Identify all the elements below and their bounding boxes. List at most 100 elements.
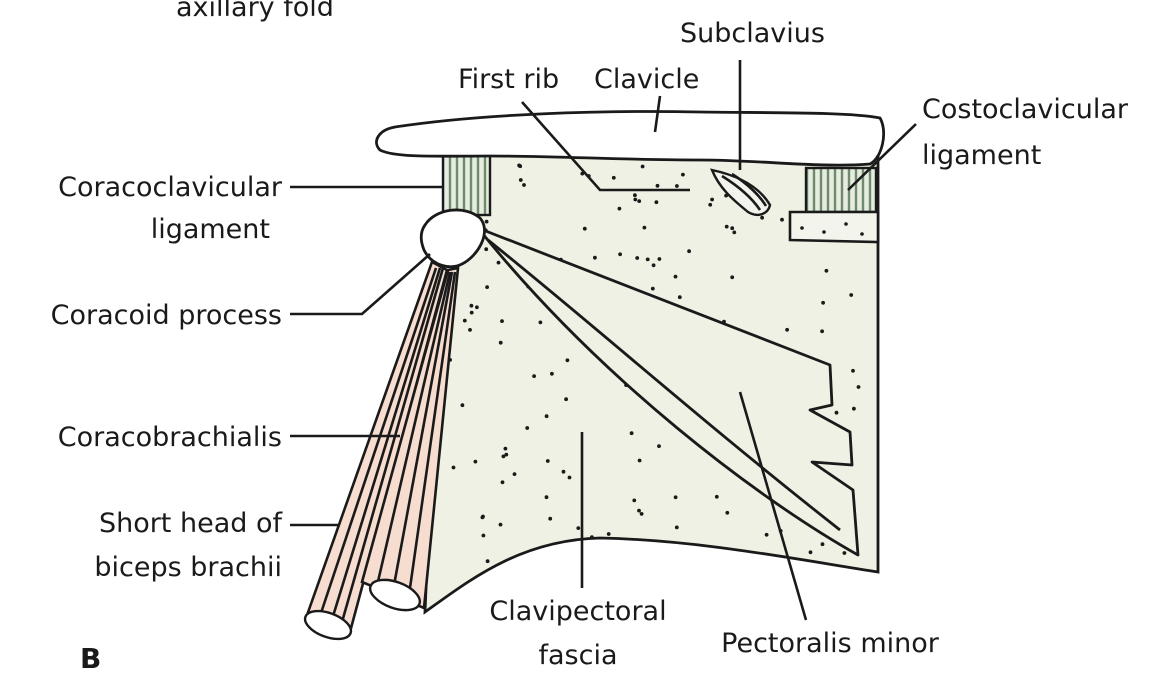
stipple-dot	[618, 207, 622, 211]
stipple-dot	[607, 532, 611, 536]
stipple-dot	[820, 329, 824, 333]
stipple-dot	[715, 495, 719, 499]
stipple-dot	[481, 516, 485, 520]
stipple-dot	[539, 321, 543, 325]
stipple-dot	[593, 256, 597, 260]
stipple-dot	[760, 216, 764, 220]
stipple-dot	[461, 403, 465, 407]
stipple-dot	[708, 203, 712, 207]
stipple-dot	[730, 275, 734, 279]
stipple-dot	[612, 176, 616, 180]
stipple-dot	[532, 374, 536, 378]
stipple-dot	[548, 517, 552, 521]
stipple-dot	[635, 256, 639, 260]
stipple-dot	[504, 447, 508, 451]
stipple-dot	[821, 542, 825, 546]
stipple-dot	[780, 218, 784, 222]
stipple-dot	[518, 164, 522, 168]
label-axillary-fold: axillary fold	[176, 0, 334, 23]
leader-coracoid	[290, 254, 430, 314]
label-coracobrachialis: Coracobrachialis	[58, 422, 282, 453]
stipple-dot	[637, 509, 641, 513]
label-clavipectoral-1: Clavipectoral	[489, 596, 666, 627]
stipple-dot	[849, 293, 853, 297]
panel-letter: B	[80, 642, 101, 675]
clavicle-bone	[376, 112, 883, 166]
stipple-dot	[656, 184, 660, 188]
stipple-dot	[463, 319, 467, 323]
stipple-dot	[725, 225, 729, 229]
stipple-dot	[730, 226, 734, 230]
stipple-dot	[675, 526, 679, 530]
stipple-dot	[618, 252, 622, 256]
stipple-dot	[681, 173, 685, 177]
stipple-dot	[809, 550, 813, 554]
stipple-dot	[583, 227, 587, 231]
stipple-dot	[500, 319, 504, 323]
stipple-dot	[835, 411, 839, 415]
stipple-dot	[633, 193, 637, 197]
stipple-dot	[852, 407, 856, 411]
stipple-dot	[470, 304, 474, 308]
stipple-dot	[484, 247, 488, 251]
label-costoclavicular-1: Costoclavicular	[922, 94, 1129, 125]
stipple-dot	[452, 466, 456, 470]
stipple-dot	[470, 311, 474, 315]
stipple-dot	[785, 328, 789, 332]
stipple-dot	[519, 178, 523, 182]
stipple-dot	[486, 559, 490, 563]
stipple-dot	[499, 523, 503, 527]
stipple-dot	[678, 295, 682, 299]
stipple-dot	[857, 385, 861, 389]
stipple-dot	[513, 472, 517, 476]
stipple-dot	[546, 459, 550, 463]
stipple-dot	[550, 372, 554, 376]
label-short-head-2: biceps brachii	[94, 552, 282, 583]
stipple-dot	[765, 533, 769, 537]
label-subclavius: Subclavius	[680, 18, 825, 49]
stipple-dot	[474, 460, 478, 464]
stipple-dot	[468, 328, 472, 332]
stipple-dot	[674, 495, 678, 499]
label-costoclavicular-2: ligament	[922, 140, 1041, 171]
label-pectoralis-minor: Pectoralis minor	[721, 628, 940, 659]
stipple-dot	[687, 249, 691, 253]
stipple-dot	[641, 165, 645, 169]
stipple-dot	[576, 526, 580, 530]
stipple-dot	[632, 499, 636, 503]
stipple-dot	[651, 287, 655, 291]
stipple-dot	[562, 470, 566, 474]
stipple-dot	[657, 444, 661, 448]
stipple-dot	[497, 261, 501, 265]
stipple-dot	[843, 551, 847, 555]
stipple-dot	[590, 535, 594, 539]
stipple-dot	[545, 495, 549, 499]
stipple-dot	[640, 512, 644, 516]
stipple-dot	[725, 511, 729, 515]
label-coracoid-process: Coracoid process	[51, 300, 282, 331]
stipple-dot	[675, 184, 679, 188]
stipple-dot	[825, 269, 829, 273]
stipple-dot	[658, 257, 662, 261]
stipple-dot	[564, 397, 568, 401]
stipple-dot	[643, 226, 647, 230]
stipple-dot	[655, 200, 659, 204]
stipple-dot	[568, 476, 572, 480]
label-clavicle: Clavicle	[594, 64, 699, 95]
stipple-dot	[522, 183, 526, 187]
stipple-dot	[499, 341, 503, 345]
stipple-dot	[652, 263, 656, 267]
stipple-dot	[485, 220, 489, 224]
label-coracoclavicular-1: Coracoclavicular	[58, 172, 283, 203]
label-first-rib: First rib	[458, 64, 559, 95]
stipple-dot	[482, 534, 486, 538]
label-coracoclavicular-2: ligament	[151, 214, 270, 245]
stipple-dot	[674, 275, 678, 279]
stipple-dot	[633, 198, 637, 202]
stipple-dot	[646, 258, 650, 262]
stipple-dot	[630, 431, 634, 435]
coracoclavicular-ligament	[443, 150, 490, 215]
stipple-dot	[545, 414, 549, 418]
stipple-dot	[501, 480, 505, 484]
